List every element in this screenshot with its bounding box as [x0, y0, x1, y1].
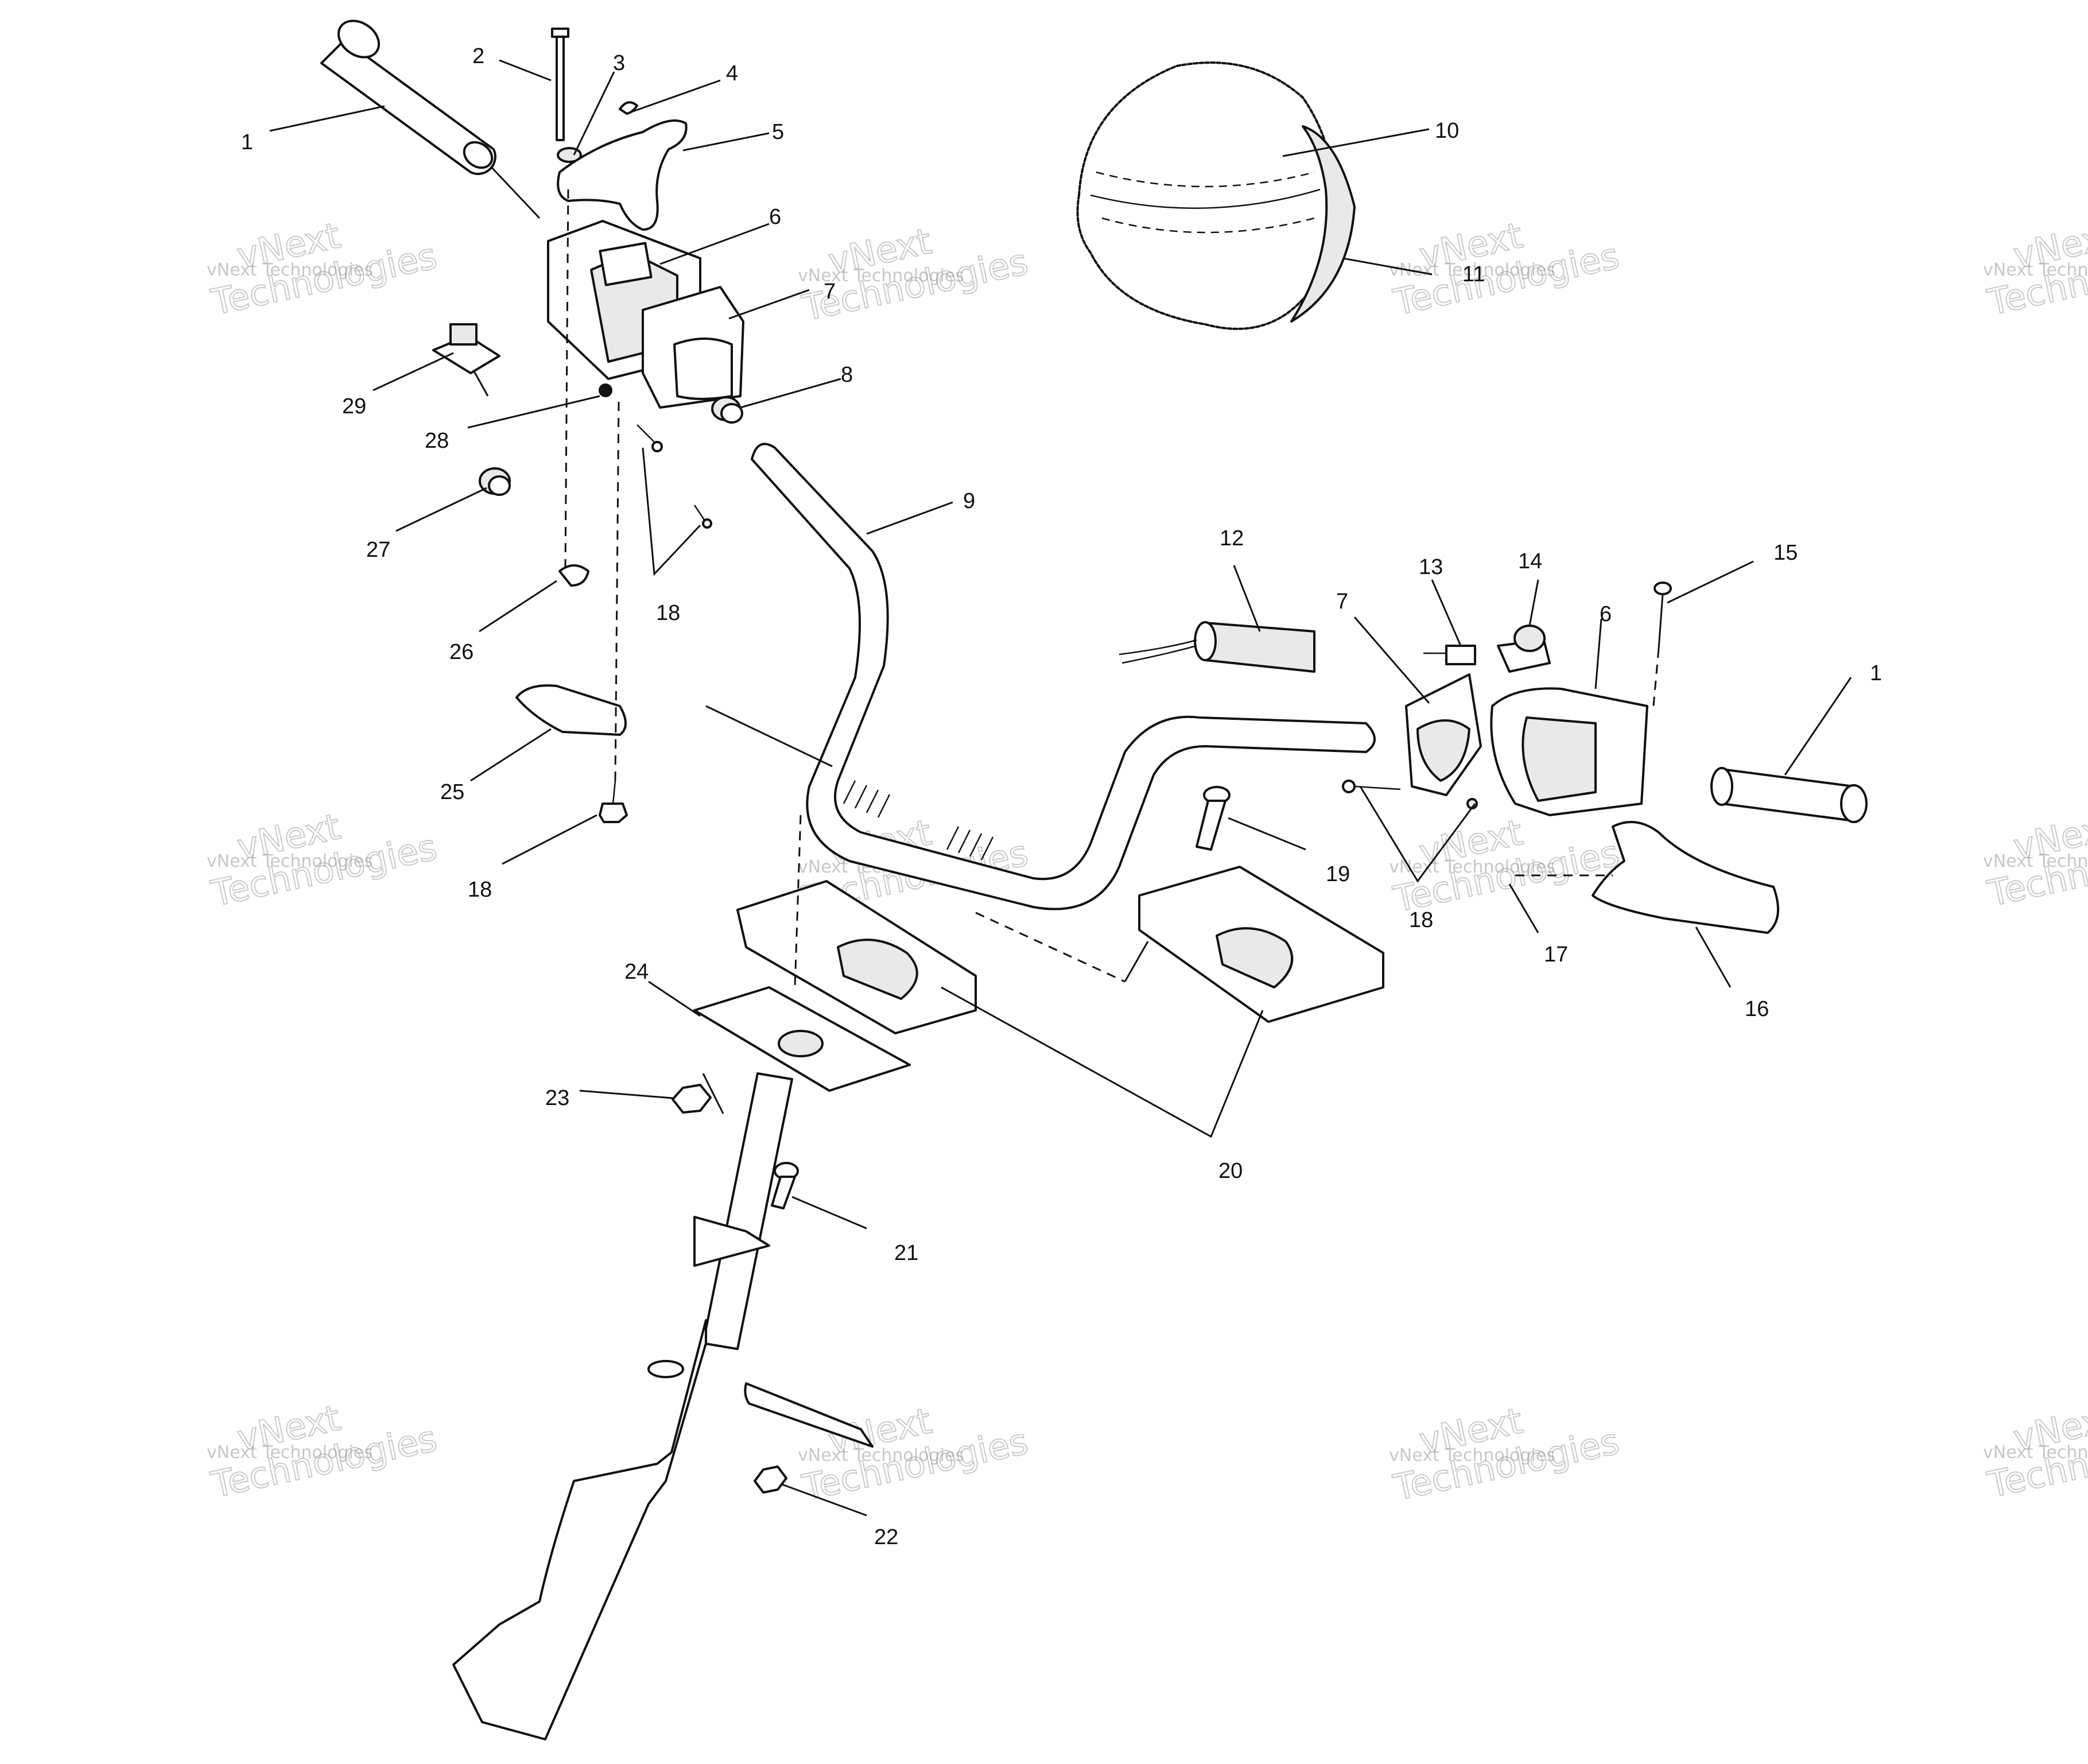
steering-column: [452, 1072, 793, 1740]
callout-28: 28: [425, 429, 449, 453]
callout-13: 13: [1419, 555, 1443, 579]
watermark: Technologies vNext vNext Technologies: [1983, 805, 2088, 915]
svg-text:vNext Technologies: vNext Technologies: [1389, 857, 1555, 877]
part-7-left-cover: [642, 286, 744, 409]
callout-4: 4: [726, 61, 738, 86]
watermark: Technologies vNext vNext Technologies: [1389, 811, 1623, 921]
callout-7: 7: [824, 280, 836, 304]
part-20-clamp-right: [1138, 866, 1384, 1023]
svg-text:vNext Technologies: vNext Technologies: [1389, 1445, 1555, 1466]
part-1-left-grip: [320, 20, 496, 175]
callout-29: 29: [342, 394, 366, 418]
watermark: Technologies vNext vNext Technologies: [1389, 1399, 1623, 1509]
part-16-lever: [1592, 821, 1779, 934]
part-10-pad: [1076, 61, 1335, 330]
callout-18-upper-left: 18: [656, 601, 680, 625]
svg-text:vNext Technologies: vNext Technologies: [1389, 260, 1555, 280]
watermark: Technologies vNext vNext Technologies: [207, 1396, 441, 1506]
part-25-plate: [515, 684, 627, 736]
part-4-clip: [619, 101, 638, 115]
watermark: Technologies vNext vNext Technologies: [798, 1399, 1032, 1509]
callout-15: 15: [1773, 541, 1798, 565]
svg-text:vNext Technologies: vNext Technologies: [1983, 1443, 2088, 1463]
callout-14: 14: [1518, 549, 1542, 573]
watermark: Technologies vNext vNext Technologies: [207, 805, 441, 915]
callout-1-right: 1: [1870, 661, 1882, 685]
part-18-screws-upper: [637, 424, 712, 529]
part-7-right-cover: [1405, 673, 1482, 796]
callout-25: 25: [440, 780, 464, 804]
watermark: Technologies vNext vNext Technologies: [1983, 1396, 2088, 1506]
callout-numbers: 1 2 3 4 5 6 7 8 9 10 11 12 13 14 15 7 6 …: [241, 44, 1882, 1549]
svg-text:vNext Technologies: vNext Technologies: [1983, 260, 2088, 280]
part-13-switch: [1423, 645, 1476, 665]
handlebar-axis-line: [705, 705, 833, 767]
callout-24: 24: [624, 960, 649, 984]
callout-7-right: 7: [1336, 590, 1348, 614]
part-26-clip: [558, 564, 589, 587]
part-27-plug: [479, 467, 511, 496]
part-28-grommet: [599, 383, 612, 397]
callout-18-right: 18: [1409, 908, 1433, 932]
right-screws: [1342, 780, 1478, 809]
part-19-bolt: [1196, 786, 1231, 851]
assembly-dashes: [564, 189, 1149, 1114]
callout-1: 1: [241, 130, 253, 154]
handlebar-knurl: [843, 780, 994, 860]
svg-text:vNext Technologies: vNext Technologies: [798, 1445, 964, 1466]
callout-6: 6: [769, 205, 781, 229]
leader-lines: [269, 59, 1852, 1517]
callout-18-lower-left: 18: [468, 878, 492, 902]
svg-text:vNext Technologies: vNext Technologies: [207, 260, 373, 280]
callout-20: 20: [1218, 1159, 1243, 1183]
watermarks: Technologies vNext vNext Technologies Te…: [207, 214, 2088, 1509]
part-11-pad-back: [1290, 125, 1356, 323]
callout-19: 19: [1326, 862, 1350, 886]
part-23-nut: [672, 1084, 712, 1114]
callout-5: 5: [772, 120, 784, 144]
callout-12: 12: [1220, 526, 1244, 550]
svg-text:vNext Technologies: vNext Technologies: [1983, 851, 2088, 871]
callout-26: 26: [449, 640, 474, 664]
watermark: Technologies vNext vNext Technologies: [1389, 214, 1623, 324]
watermark: Technologies vNext vNext Technologies: [207, 214, 441, 324]
svg-text:vNext Technologies: vNext Technologies: [798, 266, 964, 286]
part-18-bolt-lower: [599, 780, 628, 823]
callout-8: 8: [841, 363, 853, 387]
part-29-switch: [432, 323, 500, 397]
part-2-bolt: [551, 28, 569, 141]
callout-16: 16: [1745, 997, 1769, 1021]
callout-27: 27: [366, 538, 390, 562]
part-9-handlebar: [751, 443, 1376, 910]
part-14-button: [1497, 625, 1551, 673]
callout-21: 21: [894, 1241, 918, 1265]
callout-9: 9: [963, 489, 975, 513]
svg-text:vNext Technologies: vNext Technologies: [207, 851, 373, 871]
watermark: Technologies vNext vNext Technologies: [798, 219, 1032, 329]
svg-text:vNext Technologies: vNext Technologies: [207, 1443, 373, 1463]
part-22-bracket: [744, 1382, 874, 1494]
part-15-pin: [1652, 581, 1672, 712]
callout-23: 23: [545, 1086, 569, 1110]
part-12-heater: [1119, 621, 1315, 673]
callout-6-right: 6: [1600, 602, 1612, 626]
callout-11: 11: [1462, 262, 1485, 286]
part-1-right-grip: [1710, 767, 1868, 823]
part-8-plug: [711, 396, 743, 424]
part-6-right-housing: [1490, 687, 1648, 816]
callout-10: 10: [1435, 119, 1459, 143]
callout-3: 3: [613, 51, 625, 75]
callout-22: 22: [874, 1525, 898, 1549]
part-24-plate: [693, 986, 911, 1092]
part-21-screw: [771, 1162, 799, 1209]
part-5-lever: [557, 119, 688, 231]
callout-17: 17: [1544, 943, 1568, 967]
callout-2: 2: [472, 44, 484, 68]
watermark: Technologies vNext vNext Technologies: [1983, 214, 2088, 324]
